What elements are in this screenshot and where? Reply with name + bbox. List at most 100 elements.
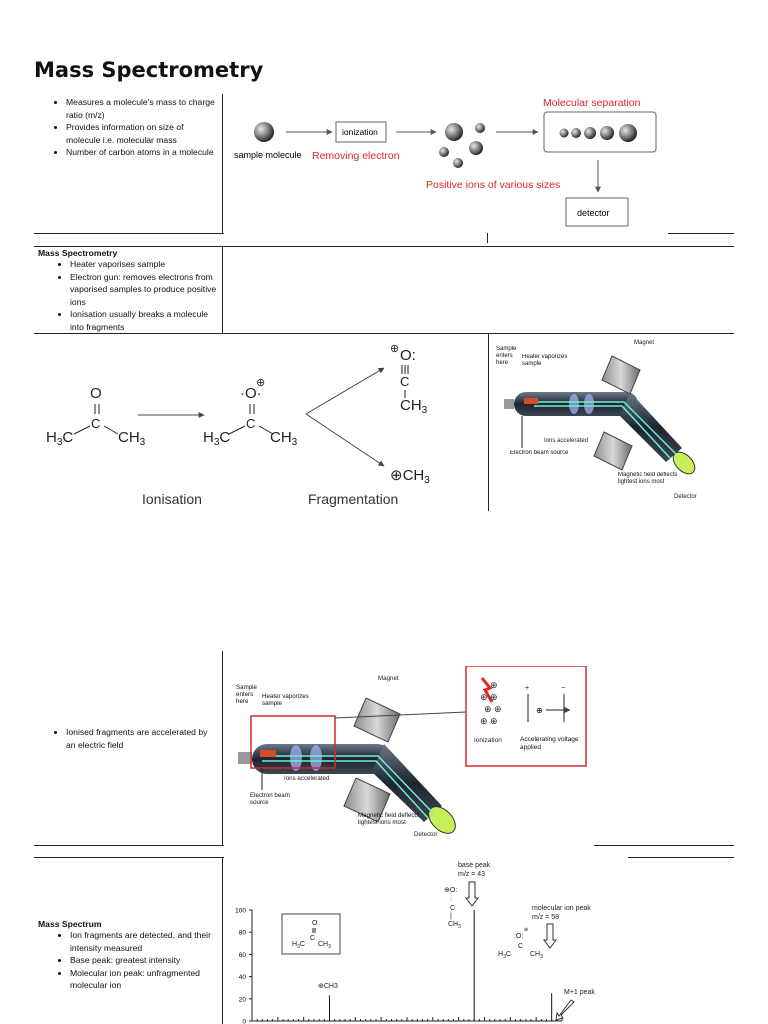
list-item: Provides information on size of molecule… bbox=[66, 121, 219, 146]
detector-box bbox=[565, 197, 629, 227]
column-divider bbox=[488, 333, 489, 511]
section4-text: Mass Spectrum Ion fragments are detected… bbox=[38, 919, 220, 992]
y-tick-label: 80 bbox=[239, 930, 247, 937]
ion-icon bbox=[445, 123, 463, 141]
removing-electron-label: Removing electron bbox=[312, 150, 400, 162]
column-divider bbox=[222, 857, 223, 1024]
svg-text:CH3: CH3 bbox=[530, 951, 543, 960]
lightning-icon bbox=[480, 677, 494, 703]
ions-accelerated-label: Ions accelerated bbox=[284, 775, 330, 782]
svg-text:⊕CH3: ⊕CH3 bbox=[318, 983, 338, 990]
molecular-ion-mz: m/z = 58 bbox=[532, 914, 559, 921]
svg-text:CH3: CH3 bbox=[318, 941, 331, 950]
mass-spectrum-chart: 0 20 40 60 80 100 O C H3C CH3 base peak m/z =… bbox=[235, 862, 595, 1024]
divider bbox=[668, 233, 734, 234]
svg-text:⊕: ⊕ bbox=[524, 927, 528, 933]
ch3-label: CH3 bbox=[324, 983, 338, 990]
svg-text:⊕: ⊕ bbox=[536, 706, 543, 715]
base-peak-mz: m/z = 43 bbox=[458, 871, 485, 878]
svg-text:C: C bbox=[246, 416, 255, 431]
list-item: Electron gun: removes electrons from vap… bbox=[70, 271, 220, 309]
column-divider bbox=[222, 94, 223, 234]
ion-icon bbox=[453, 158, 463, 168]
accelerating-label: Accelerating voltage applied bbox=[520, 736, 579, 751]
section-heading: Mass Spectrum bbox=[38, 919, 102, 929]
svg-text:H3C: H3C bbox=[292, 941, 305, 950]
svg-text:+: + bbox=[525, 685, 529, 692]
detector-label: detector bbox=[577, 208, 610, 218]
divider bbox=[34, 845, 224, 846]
ions-accelerated-label: Ions accelerated bbox=[544, 438, 588, 444]
svg-text:⊕ ⊕: ⊕ ⊕ bbox=[480, 716, 498, 726]
svg-text:CH3: CH3 bbox=[448, 921, 461, 930]
sample-molecule-icon bbox=[254, 122, 274, 142]
highlight-box bbox=[250, 715, 336, 769]
structure-box bbox=[281, 913, 341, 955]
section1-text: Measures a molecule's mass to charge rat… bbox=[34, 96, 219, 159]
y-tick-label: 0 bbox=[242, 1019, 246, 1024]
svg-text:H3C: H3C bbox=[498, 951, 511, 960]
y-tick-label: 20 bbox=[239, 996, 247, 1003]
y-tick-label: 40 bbox=[239, 974, 247, 981]
molecular-separation-label: Molecular separation bbox=[543, 97, 641, 109]
sample-enters-label: Sample enters here bbox=[496, 346, 517, 366]
svg-text:CH3: CH3 bbox=[400, 397, 428, 416]
divider bbox=[34, 333, 734, 334]
divider bbox=[34, 233, 224, 234]
detector-label: Detector bbox=[414, 831, 437, 838]
page-title: Mass Spectrometry bbox=[34, 58, 264, 82]
mass-spectrometer-diagram-inset: Magnet Sample enters here Heater vaporiz… bbox=[236, 666, 587, 838]
divider bbox=[34, 857, 224, 858]
arrow-icon bbox=[555, 999, 575, 1021]
svg-text:C: C bbox=[310, 935, 315, 942]
svg-text:C: C bbox=[518, 943, 523, 950]
list-item: Ion fragments are detected, and their in… bbox=[70, 929, 220, 954]
ion-icon bbox=[439, 147, 449, 157]
svg-text:C: C bbox=[400, 374, 409, 389]
svg-text:CH3: CH3 bbox=[270, 429, 298, 448]
svg-text:CH3: CH3 bbox=[118, 429, 146, 448]
svg-text:H3C: H3C bbox=[203, 429, 230, 448]
process-diagram: sample molecule ionization Removing elec… bbox=[234, 97, 657, 227]
electron-beam-label: Electron beam source bbox=[510, 450, 569, 456]
svg-text:O: O bbox=[90, 385, 102, 402]
magnet-label: Magnet bbox=[378, 675, 399, 682]
list-item: Ionised fragments are accelerated by an … bbox=[66, 726, 219, 751]
svg-text:⊕ ⊕: ⊕ ⊕ bbox=[484, 704, 502, 714]
list-item: Measures a molecule's mass to charge rat… bbox=[66, 96, 219, 121]
svg-text:H3C: H3C bbox=[46, 429, 73, 448]
svg-text:O: O bbox=[312, 920, 318, 927]
divider bbox=[594, 845, 734, 846]
svg-text:⊕CH3: ⊕CH3 bbox=[390, 467, 430, 486]
sample-enters-label: Sample enters here bbox=[236, 684, 257, 705]
divider bbox=[487, 233, 488, 243]
svg-text:−: − bbox=[561, 685, 565, 692]
y-tick-label: 100 bbox=[235, 908, 246, 915]
ionization-box bbox=[335, 121, 387, 143]
svg-text:⊕ ⊕: ⊕ ⊕ bbox=[480, 692, 498, 702]
arrow-icon bbox=[465, 881, 479, 907]
divider bbox=[704, 333, 734, 334]
heater-label: Heater vaporizes sample bbox=[262, 693, 309, 707]
y-tick-label: 60 bbox=[239, 952, 247, 959]
magnet-label: Magnet bbox=[634, 340, 654, 346]
section2-bullets: Heater vaporises sample Electron gun: re… bbox=[38, 258, 220, 333]
sample-molecule-label: sample molecule bbox=[234, 150, 302, 160]
base-peak-label: base peak bbox=[458, 862, 491, 869]
fragmentation-scheme: O C H3C CH3 ·O· ⊕ C H3C CH3 ⊕ O: C CH3 ⊕… bbox=[46, 343, 430, 507]
fragmentation-label: Fragmentation bbox=[308, 491, 398, 507]
ion-icon bbox=[469, 141, 483, 155]
arrow-icon bbox=[543, 923, 557, 949]
list-item: Number of carbon atoms in a molecule bbox=[66, 146, 219, 159]
section3-bullets: Ionised fragments are accelerated by an … bbox=[34, 726, 219, 751]
ion-icon bbox=[475, 123, 485, 133]
svg-text:C: C bbox=[91, 416, 100, 431]
heater-label: Heater vaporizes sample bbox=[522, 354, 568, 367]
section4-bullets: Ion fragments are detected, and their in… bbox=[38, 929, 220, 992]
column-divider bbox=[222, 651, 223, 845]
inset-ionization-label: Ionization bbox=[474, 737, 502, 744]
section2-text: Mass Spectrometry Heater vaporises sampl… bbox=[38, 248, 220, 333]
electron-beam-label: Electron beam source bbox=[250, 792, 290, 806]
section-heading: Mass Spectrometry bbox=[38, 248, 118, 258]
magnetic-field-label: Magnetic field deflects lightest ions mo… bbox=[618, 472, 678, 485]
